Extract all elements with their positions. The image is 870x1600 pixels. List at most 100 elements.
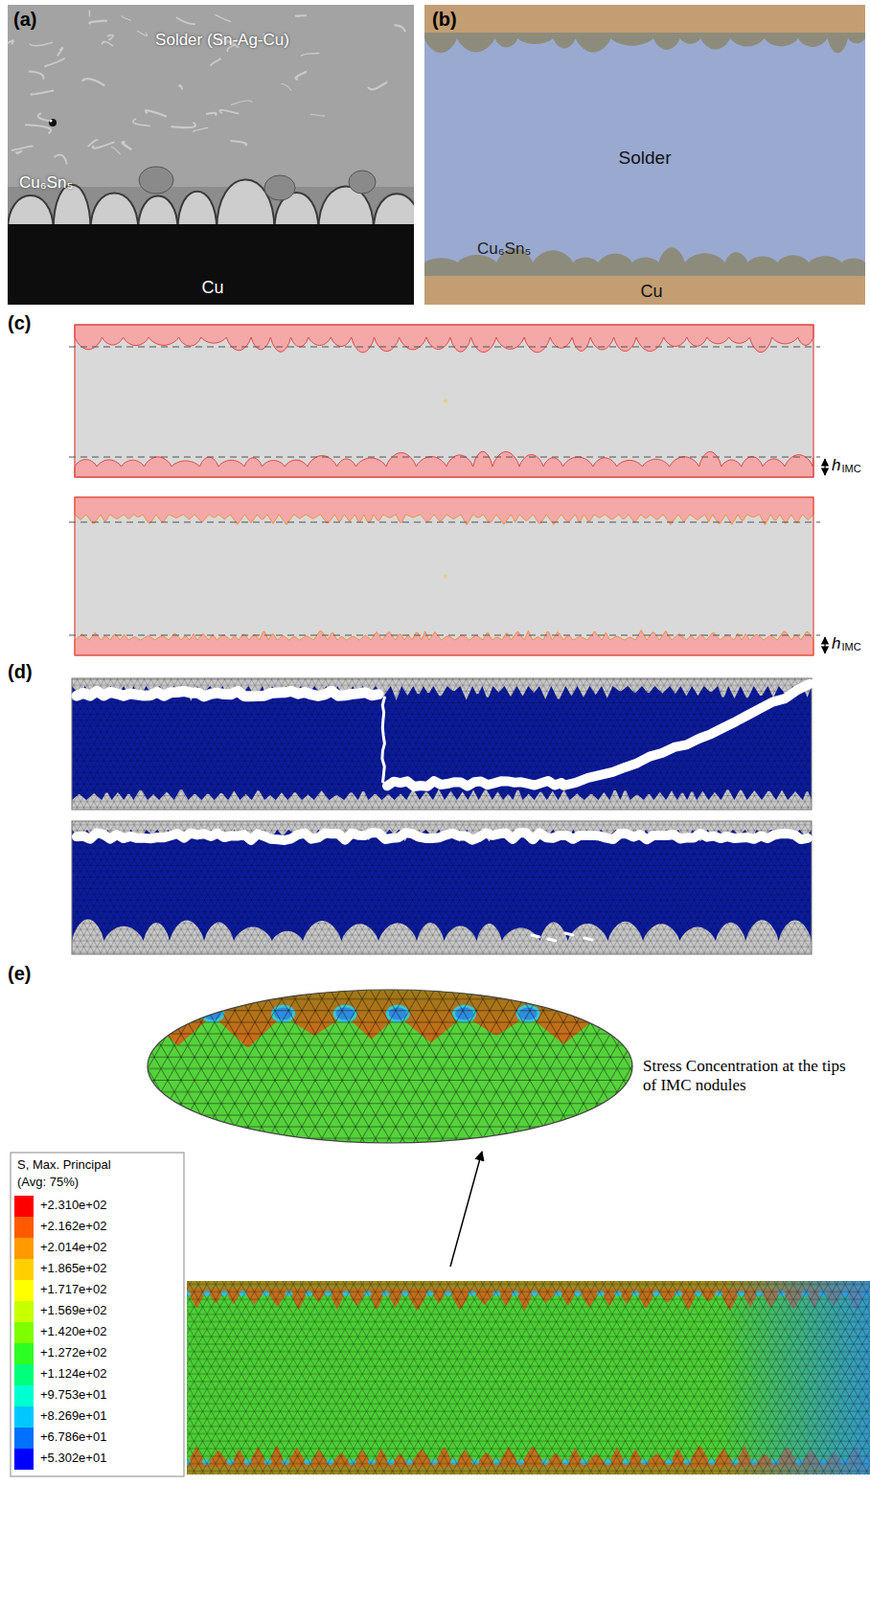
figure-shape — [11, 145, 33, 151]
panel-letter: (e) — [7, 962, 31, 985]
legend-value: +2.014e+02 — [40, 1240, 107, 1256]
figure-shape — [111, 146, 121, 155]
legend-value: +5.302e+01 — [40, 1451, 107, 1466]
figure-shape — [443, 399, 448, 404]
figure-shape — [138, 166, 174, 194]
figure-shape — [143, 986, 642, 1150]
figure-shape — [16, 150, 22, 154]
figure-shape — [424, 4, 866, 305]
figure-shape — [170, 122, 196, 128]
figure-shape — [71, 678, 812, 810]
figure-shape — [122, 141, 132, 150]
figure-shape — [206, 113, 217, 116]
figure-shape — [296, 14, 307, 18]
figure-shape — [424, 4, 866, 33]
figure-shape — [133, 1006, 155, 1022]
figure-shape — [394, 24, 407, 32]
panel-letter: (d) — [7, 661, 33, 684]
figure-shape — [68, 456, 821, 458]
figure-shape — [29, 42, 53, 46]
figure-shape — [74, 451, 814, 478]
zoom-arrow — [450, 1151, 482, 1267]
figure-shape — [48, 118, 57, 127]
figure-shape — [310, 114, 325, 116]
figure-shape — [443, 574, 448, 579]
figure-shape — [57, 47, 63, 56]
figure-shape — [7, 224, 414, 305]
legend-value: +9.753e+01 — [40, 1388, 107, 1403]
figure-shape — [230, 100, 252, 106]
legend-swatch — [14, 1364, 34, 1386]
figure-shape — [28, 70, 45, 79]
fe-geometry — [68, 324, 825, 656]
panel-letter: (b) — [432, 8, 458, 31]
legend-value: +2.162e+02 — [40, 1219, 107, 1235]
legend-value: +2.310e+02 — [40, 1198, 107, 1214]
legend-swatch — [14, 1427, 34, 1449]
figure-shape — [30, 91, 54, 95]
figure-shape — [49, 119, 53, 123]
figure-shape — [179, 85, 183, 90]
figure-shape — [367, 81, 388, 90]
legend-swatch — [14, 1216, 34, 1238]
figure-shape — [424, 275, 866, 305]
figure-shape — [44, 58, 65, 68]
figure-shape — [584, 938, 593, 940]
figure-shape — [38, 113, 53, 122]
figure-shape — [89, 10, 92, 18]
region-label: Cu₆Sn₅ — [19, 173, 73, 193]
figure-shape — [280, 84, 292, 92]
legend-value: +1.569e+02 — [40, 1304, 107, 1319]
figure-shape — [7, 40, 14, 45]
figure-shape — [24, 124, 51, 134]
legend-value: +1.124e+02 — [40, 1367, 107, 1382]
figure-shape — [824, 637, 825, 654]
figure-shape — [82, 78, 105, 86]
legend-swatch — [14, 1280, 34, 1302]
figure-shape — [300, 53, 320, 57]
stress-contour — [186, 1281, 870, 1475]
figure-shape — [824, 458, 825, 476]
region-label: Cu — [640, 281, 663, 302]
figure-shape — [101, 41, 114, 46]
figure-shape — [74, 497, 814, 656]
dimension-symbol: h — [831, 456, 841, 476]
figure-shape — [74, 630, 814, 656]
figure-shape — [71, 821, 812, 955]
panel-letter: (c) — [7, 312, 31, 335]
figure-shape — [186, 1281, 870, 1475]
legend-swatch — [14, 1448, 34, 1470]
figure-shape — [74, 324, 814, 478]
panel-letter: (a) — [13, 8, 37, 31]
figure-shape — [143, 986, 642, 1150]
figure-shape — [107, 35, 114, 41]
figure-shape — [71, 821, 812, 955]
legend-swatch — [14, 1343, 34, 1365]
figure-shape — [531, 935, 540, 938]
region-label: Solder — [618, 147, 672, 169]
dimension-symbol: h — [831, 634, 841, 654]
figure-shape — [74, 497, 814, 526]
figure-shape — [382, 697, 385, 782]
legend-swatch — [14, 1237, 34, 1260]
figure-shape — [7, 4, 414, 305]
legend-subtitle: (Avg: 75%) — [17, 1175, 79, 1191]
legend-swatch — [14, 1195, 34, 1217]
figure-shape — [295, 71, 307, 80]
figure-shape — [74, 324, 814, 478]
figure-shape — [229, 140, 247, 146]
figure-shape — [548, 938, 556, 941]
figure-shape — [76, 690, 379, 697]
callout-note: Stress Concentration at the tips of IMC … — [642, 1056, 856, 1095]
figure-shape — [219, 110, 239, 115]
figure-shape — [214, 14, 231, 23]
figure-shape — [145, 110, 167, 116]
figure-shape — [74, 497, 814, 656]
figure-shape — [264, 175, 296, 201]
figure-shape — [424, 31, 866, 53]
zoom-inset — [133, 986, 642, 1150]
figure-shape — [133, 118, 151, 127]
legend-frame — [10, 1152, 184, 1477]
legend-value: +1.717e+02 — [40, 1282, 107, 1298]
